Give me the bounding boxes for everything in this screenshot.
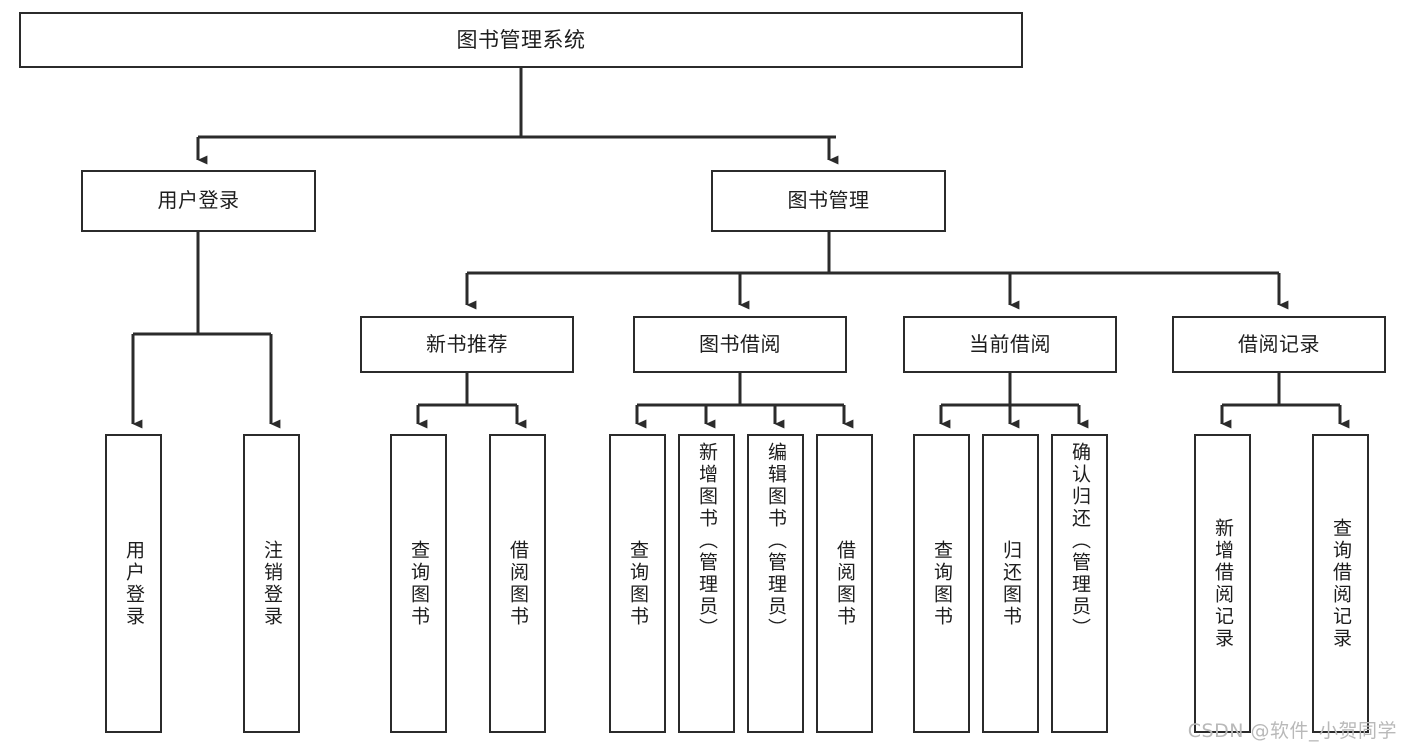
node-root-book-management-system[interactable]: 图书管理系统	[19, 12, 1023, 68]
edge-root-to-level2	[196, 68, 839, 165]
leaf-node-add-book[interactable]: 新增图书（管理员）	[678, 434, 735, 733]
leaf-node-borrow-book-recommend[interactable]: 借阅图书	[489, 434, 546, 733]
node-label: 图书借阅	[699, 331, 781, 356]
leaf-node-user-login[interactable]: 用户登录	[105, 434, 162, 733]
leaf-node-borrow-book[interactable]: 借阅图书	[816, 434, 873, 733]
leaf-node-confirm-return[interactable]: 确认归还（管理员）	[1051, 434, 1108, 733]
node-book-management[interactable]: 图书管理	[711, 170, 946, 232]
node-label: 确认归还（管理员）	[1069, 442, 1091, 640]
node-new-book-recommend[interactable]: 新书推荐	[360, 316, 574, 373]
node-label: 查询图书	[627, 539, 649, 628]
node-label: 用户登录	[157, 188, 240, 213]
node-label: 编辑图书（管理员）	[765, 442, 787, 640]
node-book-borrow[interactable]: 图书借阅	[633, 316, 847, 373]
node-current-borrow[interactable]: 当前借阅	[903, 316, 1117, 373]
node-label: 查询图书	[408, 539, 430, 628]
node-label: 查询图书	[931, 539, 953, 628]
leaf-node-query-borrow-record[interactable]: 查询借阅记录	[1312, 434, 1369, 733]
leaf-node-add-borrow-record[interactable]: 新增借阅记录	[1194, 434, 1251, 733]
edge-currentborrow-to-leaves	[939, 373, 1089, 429]
leaf-node-user-logout[interactable]: 注销登录	[243, 434, 300, 733]
node-label: 图书管理系统	[456, 27, 586, 52]
edge-bookborrow-to-leaves	[635, 373, 854, 429]
leaf-node-query-book-current[interactable]: 查询图书	[913, 434, 970, 733]
leaf-node-query-book-borrow[interactable]: 查询图书	[609, 434, 666, 733]
node-label: 注销登录	[261, 539, 283, 628]
node-label: 图书管理	[787, 188, 870, 213]
node-label: 新增借阅记录	[1212, 517, 1234, 650]
edge-bookmanage-to-level3	[465, 232, 1289, 310]
csdn-watermark: CSDN @软件_小贺同学	[1187, 720, 1397, 742]
leaf-node-return-book[interactable]: 归还图书	[982, 434, 1039, 733]
node-label: 用户登录	[123, 539, 145, 628]
node-label: 当前借阅	[969, 331, 1051, 356]
node-label: 新书推荐	[426, 331, 508, 356]
node-label: 归还图书	[1000, 539, 1022, 628]
node-label: 新增图书（管理员）	[696, 442, 718, 640]
node-user-login[interactable]: 用户登录	[81, 170, 316, 232]
node-borrow-record[interactable]: 借阅记录	[1172, 316, 1386, 373]
leaf-node-edit-book[interactable]: 编辑图书（管理员）	[747, 434, 804, 733]
node-label: 借阅记录	[1238, 331, 1320, 356]
edge-newbook-to-leaves	[416, 373, 527, 429]
edge-borrowrecord-to-leaves	[1220, 373, 1350, 429]
node-label: 查询借阅记录	[1330, 517, 1352, 650]
leaf-node-query-book-recommend[interactable]: 查询图书	[390, 434, 447, 733]
edge-userlogin-to-leaves	[131, 232, 281, 429]
node-label: 借阅图书	[834, 539, 856, 628]
node-label: 借阅图书	[507, 539, 529, 628]
